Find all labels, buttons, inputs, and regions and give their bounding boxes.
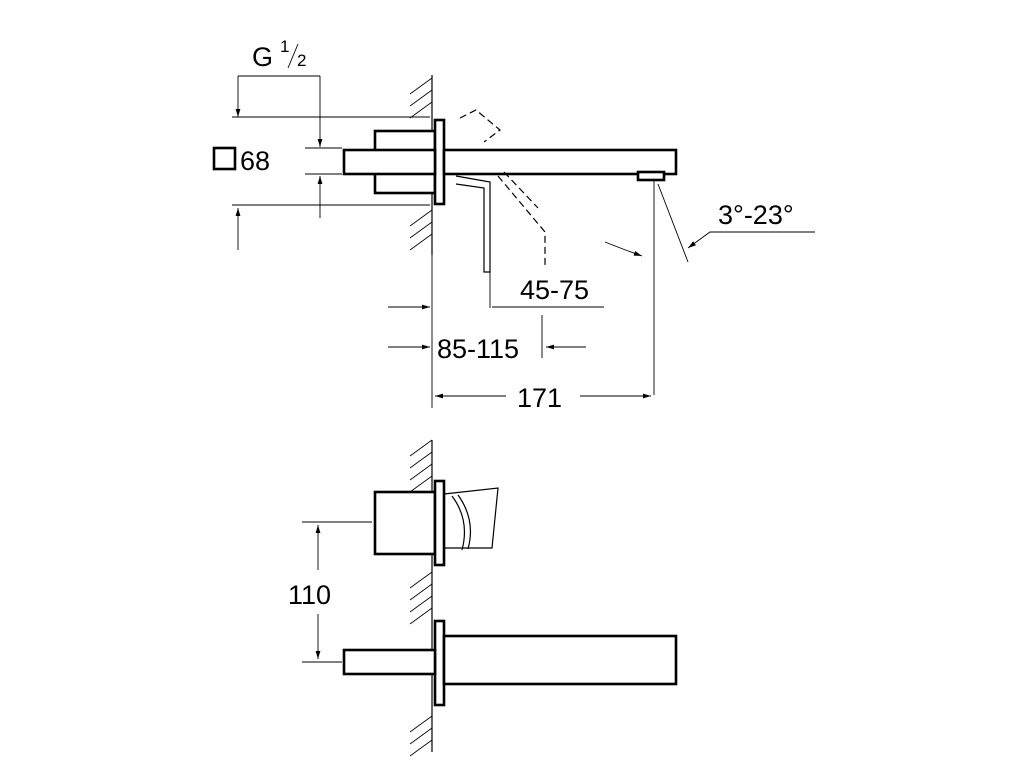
mixer-handle-curve <box>451 495 465 551</box>
wall-hatch-line <box>409 715 433 733</box>
spout-length-dimension: 171 <box>431 255 651 413</box>
spout-front <box>442 634 678 686</box>
mixer-depth-label: 45-75 <box>520 275 589 305</box>
lever-travel-up <box>459 109 501 143</box>
thread-numerator: 1 <box>280 37 289 56</box>
wall-hatch-line <box>409 451 433 469</box>
lever-travel-down <box>497 171 546 265</box>
angle-label: 3°-23° <box>718 200 794 230</box>
wall-hatch-line <box>409 595 433 613</box>
thread-dimension: G 1 2 <box>232 37 430 250</box>
rosette-dimension: 68 <box>212 146 270 176</box>
wall-hatch-line <box>409 463 433 481</box>
wall-hatch-line <box>409 77 433 95</box>
wall-depth-label: 85-115 <box>437 334 519 364</box>
rosette-size: 68 <box>240 146 270 176</box>
wall-hatch-line <box>409 89 433 107</box>
wall-hatch-line <box>409 209 433 227</box>
wall-hatch-line <box>409 583 433 601</box>
square-symbol-icon <box>212 146 237 171</box>
wall-hatch-line <box>409 101 433 119</box>
mixer-handle-curve-2 <box>457 494 471 550</box>
thread-denominator: 2 <box>297 51 306 70</box>
wall-hatch-line <box>409 571 433 589</box>
front-view: 110 <box>288 439 678 757</box>
rosette-plate <box>433 118 446 206</box>
mixer-rosette-front <box>433 479 446 567</box>
inlet-pipe-front <box>342 648 437 676</box>
spacing-label: 110 <box>288 580 331 610</box>
wall-hatch-line <box>409 475 433 493</box>
thread-prefix: G <box>252 42 273 72</box>
spout-length-label: 171 <box>517 383 562 413</box>
wall-hatch-line <box>409 233 433 251</box>
angle-dimension: 3°-23° <box>604 180 815 395</box>
spout-rosette-front <box>433 619 446 707</box>
aerator <box>636 170 666 182</box>
mixer-body-front <box>373 490 437 556</box>
wall-hatch-line <box>409 739 433 757</box>
wall-hatch-line <box>409 439 433 457</box>
wall-depth-dimension: 85-115 <box>388 304 586 364</box>
side-view: G 1 2 68 3°-23° 45-75 <box>212 37 815 413</box>
spacing-dimension: 110 <box>288 521 372 663</box>
lever <box>455 175 491 273</box>
wall-hatch-line <box>409 727 433 745</box>
wall-bottom <box>409 439 433 757</box>
inlet-pipe <box>342 148 437 176</box>
wall-hatch-line <box>409 221 433 239</box>
wall-hatch-line <box>409 607 433 625</box>
mixer-depth-dimension: 45-75 <box>489 272 604 358</box>
spout <box>442 148 678 176</box>
